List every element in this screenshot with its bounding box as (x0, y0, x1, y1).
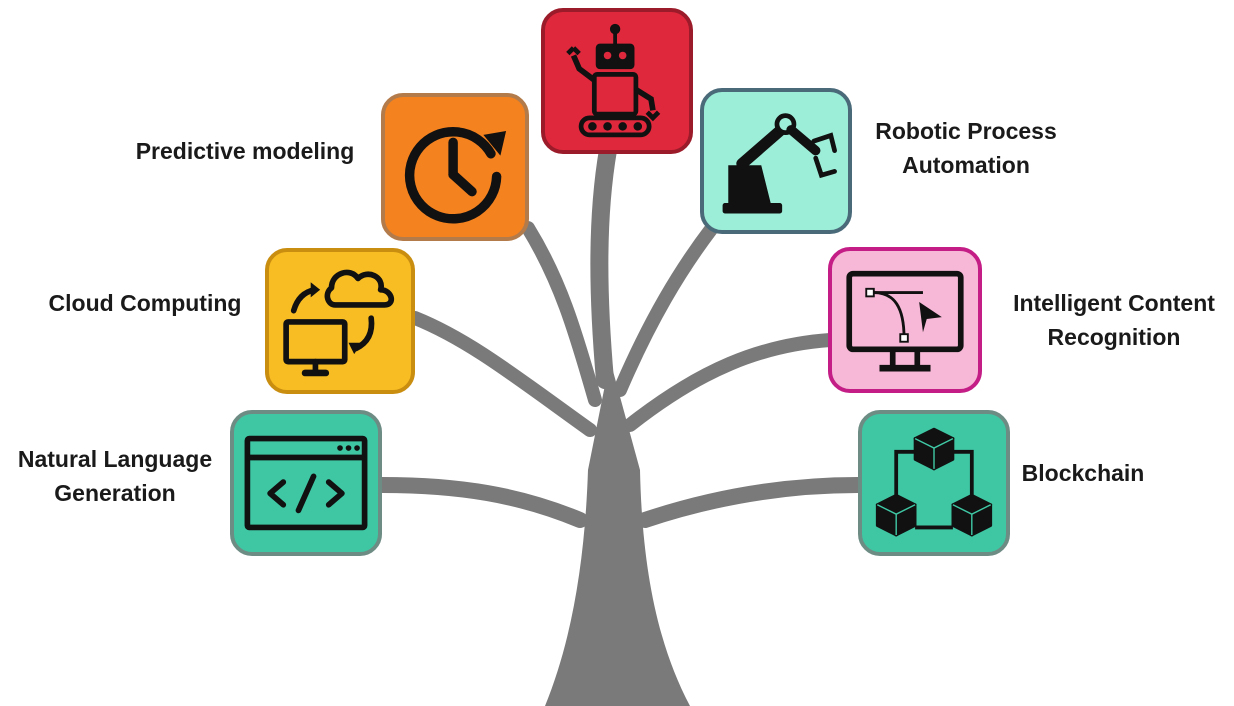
branch-rpa (613, 221, 719, 397)
tile-intelligent-content-recognition (828, 247, 982, 393)
cloud-computer-icon (283, 269, 395, 377)
label-line: Predictive modeling (135, 138, 355, 164)
tile-blockchain (858, 410, 1010, 556)
branch-cloud (408, 311, 597, 437)
blockchain-cubes-icon (875, 427, 993, 537)
tile-cloud-computing (265, 248, 415, 394)
label-line: Recognition (1047, 324, 1181, 350)
tile-robot (541, 8, 693, 154)
robotic-arm-icon (722, 113, 837, 214)
robot-icon (566, 23, 661, 138)
clock-refresh-icon (404, 127, 507, 224)
tile-robotic-process-automation (700, 88, 852, 234)
label-line: Blockchain (1021, 460, 1145, 486)
label-line: Natural Language (17, 446, 213, 472)
label-intelligent-content-recognition: Intelligent Content Recognition (996, 286, 1232, 354)
branch-nlg (374, 477, 588, 528)
monitor-bezier-icon (846, 270, 964, 372)
label-line: Robotic Process (875, 118, 1057, 144)
label-blockchain: Blockchain (1010, 456, 1156, 490)
tree-trunk (545, 360, 690, 706)
label-line: Cloud Computing (48, 290, 242, 316)
label-line: Intelligent Content (1013, 290, 1215, 316)
code-window-icon (244, 435, 368, 531)
tile-natural-language-generation (230, 410, 382, 556)
branch-predictive (521, 221, 602, 407)
branch-blockchain (637, 477, 866, 528)
label-predictive-modeling: Predictive modeling (110, 134, 380, 168)
branch-icr (623, 333, 837, 432)
label-cloud-computing: Cloud Computing (30, 286, 260, 320)
label-line: Generation (54, 480, 176, 506)
tile-predictive-modeling (381, 93, 529, 241)
branch-robot (590, 141, 617, 389)
label-natural-language-generation: Natural Language Generation (2, 442, 228, 510)
label-line: Automation (902, 152, 1030, 178)
label-robotic-process-automation: Robotic Process Automation (856, 114, 1076, 182)
